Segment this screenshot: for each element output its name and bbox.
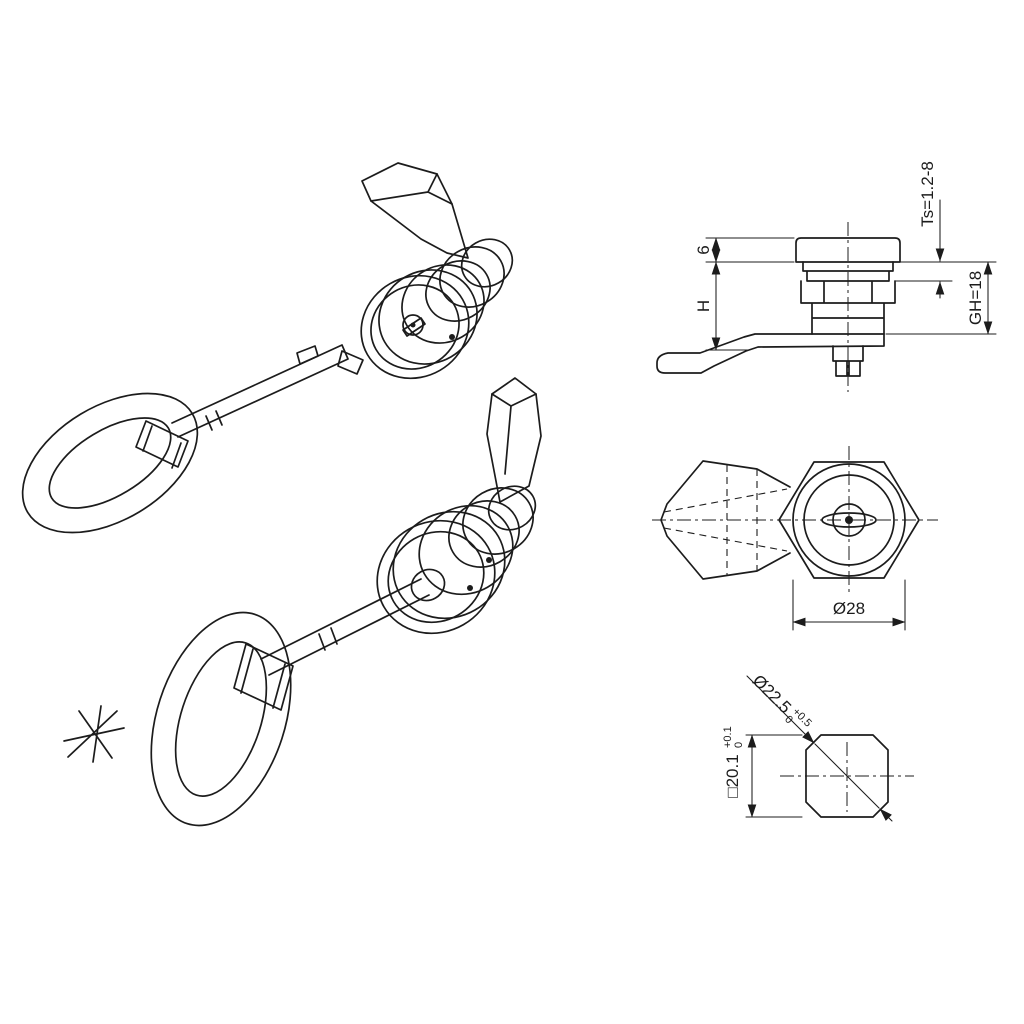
crosshair-centerlines [652, 446, 938, 594]
front-view: Ø28 [652, 446, 938, 631]
extension-lines [705, 237, 997, 351]
cutout-square-label: □20.1 +0.1 0 [722, 726, 745, 797]
hex-housing-outline [778, 461, 920, 579]
body-ring [439, 246, 505, 308]
inserted-key-grip-boss [233, 643, 294, 711]
key-bit [337, 350, 364, 375]
side-view: 6 H Ts=1.2-8 GH=18 [656, 161, 997, 392]
iso-lock-with-key-view [150, 377, 542, 827]
cutout-square-value: □20.1 [723, 754, 742, 797]
cutout-square-tol-lower: 0 [733, 742, 745, 748]
body-ring [487, 485, 537, 531]
cam-lever-fold-lines [491, 393, 537, 475]
cutout-view: Ø22.5 +0.5 0 □20.1 +0.1 0 [722, 671, 914, 822]
cam-hidden-lines [663, 465, 788, 575]
cam-lever-outline [656, 333, 885, 374]
key-entry-collar [410, 568, 446, 602]
stem-and-prongs [832, 345, 864, 377]
inserted-key-bow-outer [150, 611, 292, 827]
key-view [21, 344, 364, 534]
face-inner-ring [387, 530, 485, 624]
inserted-key-shaft [260, 578, 430, 676]
cam-lever-fold-lines [370, 173, 453, 205]
key-shaft [171, 344, 349, 438]
h-label: H [694, 300, 713, 312]
inserted-key-bow-inner [174, 641, 268, 797]
body-ring [460, 238, 514, 288]
crosshair-centerlines [780, 742, 914, 812]
cap-height-label: 6 [694, 245, 713, 254]
inserted-key-grip-lines [240, 648, 286, 709]
body-ring [425, 260, 491, 322]
face-inner-ring [370, 284, 460, 370]
flange-ring [392, 510, 506, 620]
iso-lock-view [360, 162, 514, 380]
gh-label: GH=18 [966, 271, 985, 325]
diagonal-dim-arrow-lower [879, 808, 893, 822]
face-outer-ring [376, 519, 496, 635]
cutout-square-tol-upper: +0.1 [722, 726, 734, 748]
cutout-octagon [805, 734, 889, 818]
screw-dot [467, 585, 473, 591]
key-grip-boss [135, 420, 189, 468]
diagonal-dim-line [814, 743, 880, 809]
key-bow-outer [21, 392, 199, 534]
cutout-diameter-label: Ø22.5 +0.5 0 [749, 671, 814, 730]
flange-ring [378, 269, 478, 365]
ts-label: Ts=1.2-8 [918, 161, 937, 227]
cutout-diameter-value: Ø22.5 [749, 671, 795, 717]
cam-lever-outline [361, 162, 469, 259]
face-outer-ring [360, 274, 470, 380]
cap-outline [795, 237, 901, 263]
keyhole-slot [402, 317, 426, 337]
crossed-out-symbol [63, 705, 125, 763]
key-grip-boss-lines [142, 425, 182, 469]
cam-lever-outline [486, 377, 542, 503]
inserted-key-collar [318, 627, 338, 651]
diameter-label: Ø28 [833, 599, 865, 618]
body-outline [800, 261, 896, 335]
center-dot [845, 516, 853, 524]
cutout-diameter-tol-lower: 0 [782, 714, 795, 727]
screw-dot [486, 557, 492, 563]
crossed-strokes [63, 705, 125, 763]
key-shaft-collar [205, 410, 223, 431]
key-top-tab [296, 345, 319, 365]
diagonal-dim-arrow-upper [746, 675, 815, 744]
key-bow-inner [48, 417, 172, 509]
screw-dot [449, 334, 455, 340]
